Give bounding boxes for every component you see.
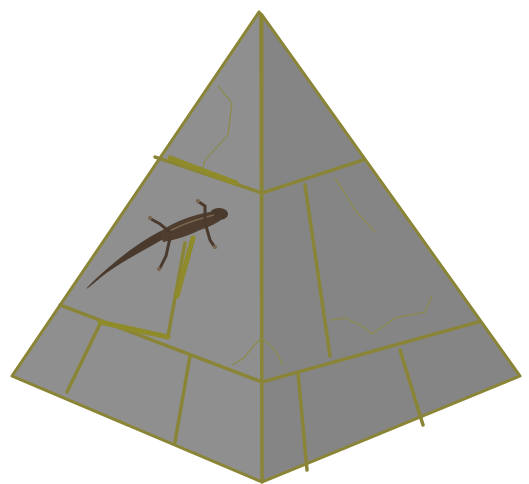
lizard-toe-3 (148, 216, 152, 220)
lizard-toe-2 (213, 245, 217, 249)
ridge-line (261, 15, 262, 482)
lizard-toe-4 (157, 267, 161, 271)
lizard-toe-1 (196, 199, 200, 203)
lizard-head (210, 208, 228, 220)
